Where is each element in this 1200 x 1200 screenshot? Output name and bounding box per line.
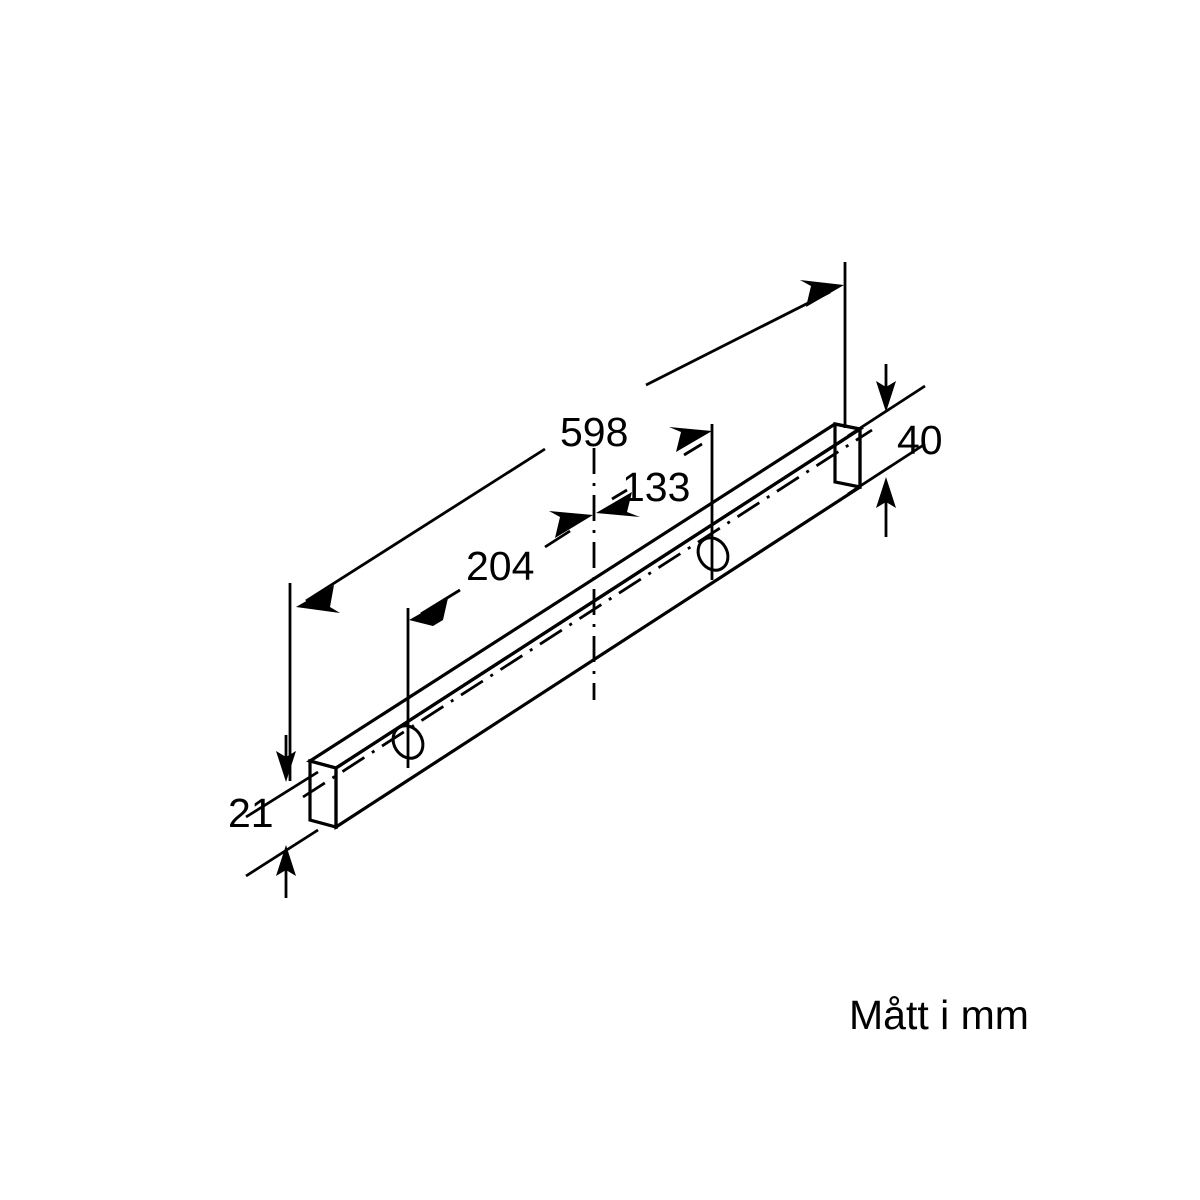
dim-598-arrow-right xyxy=(800,280,844,307)
dim-133-line-right xyxy=(683,442,703,457)
dim-598-line-upper xyxy=(645,290,831,387)
dimension-21: 21 xyxy=(228,735,296,898)
center-axis-line xyxy=(302,428,873,799)
bar-left-end-face xyxy=(308,758,338,830)
dim-598-label: 598 xyxy=(560,409,628,455)
dim-21-arrow-top xyxy=(276,751,296,782)
extension-line-21-top xyxy=(245,770,319,819)
dim-40-label: 40 xyxy=(897,417,943,463)
dim-21-arrow-bottom xyxy=(276,845,296,876)
dim-598-line-lower xyxy=(305,447,546,603)
units-note: Mått i mm xyxy=(849,992,1029,1038)
dim-40-arrow-top xyxy=(876,381,896,412)
dim-204-arrow-right xyxy=(549,511,593,538)
dimension-598: 598 xyxy=(296,280,844,613)
mounting-holes xyxy=(391,536,730,760)
bar-top-face xyxy=(306,422,865,770)
bar-right-end-face xyxy=(833,422,862,489)
extension-line-21-bottom xyxy=(245,828,319,878)
bar-body xyxy=(306,422,865,830)
dim-204-label: 204 xyxy=(466,543,534,589)
extension-line-40-bottom xyxy=(847,442,926,496)
dim-21-label: 21 xyxy=(228,790,274,836)
dim-204-arrow-left xyxy=(409,598,448,626)
dim-598-arrow-left xyxy=(296,585,340,613)
longitudinal-center-axis xyxy=(302,428,873,799)
extension-lines xyxy=(245,262,926,878)
dim-133-line-left xyxy=(611,488,628,501)
dimension-133: 133 xyxy=(596,427,712,517)
dim-133-label: 133 xyxy=(622,464,690,510)
dim-204-line-upper xyxy=(544,529,571,549)
dimension-40: 40 xyxy=(876,364,943,537)
dim-133-arrow-right xyxy=(669,427,712,452)
extension-line-40-top xyxy=(847,384,926,438)
dim-133-arrow-left xyxy=(596,492,640,517)
hole-left-icon xyxy=(391,724,425,760)
dimension-204: 204 xyxy=(409,511,593,626)
hole-right-icon xyxy=(696,536,730,572)
dim-40-arrow-bottom xyxy=(876,477,896,508)
